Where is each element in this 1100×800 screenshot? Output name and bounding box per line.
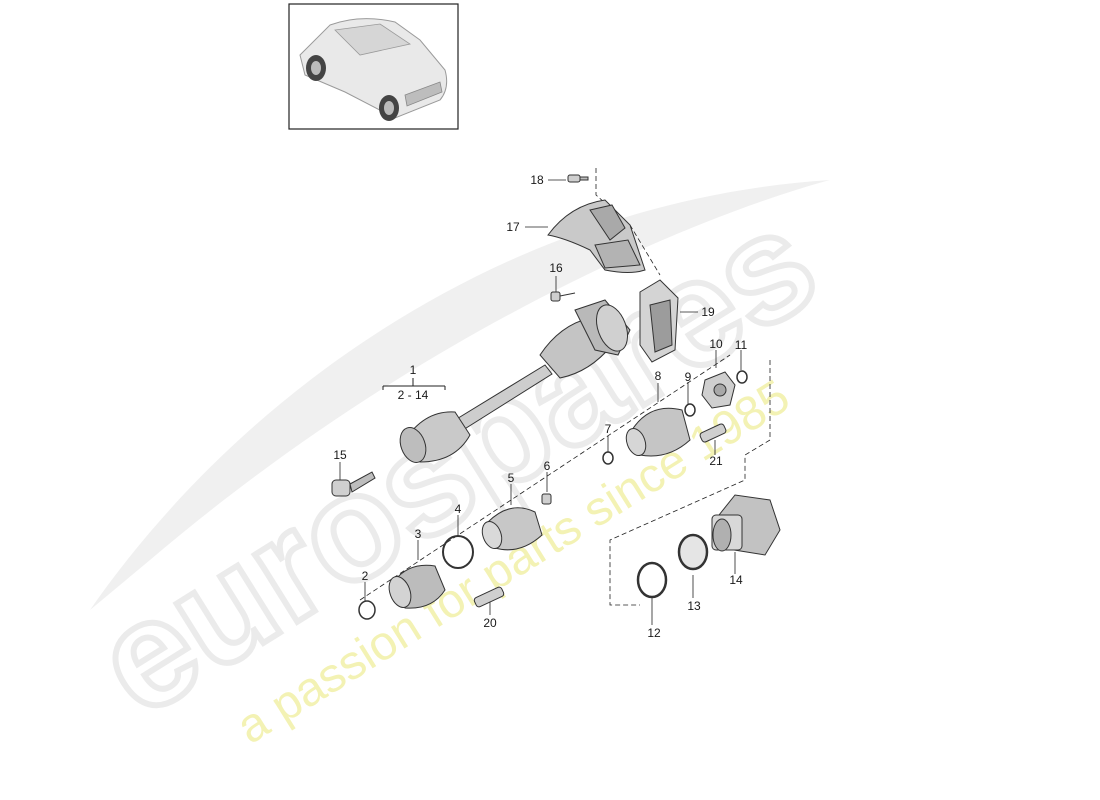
callout-11: 11 xyxy=(734,338,748,352)
sleeve-20-icon xyxy=(473,586,505,608)
watermark-brand: eurospares xyxy=(68,176,843,747)
callout-12: 12 xyxy=(647,626,661,640)
callout-15: 15 xyxy=(333,448,347,462)
leader-lines xyxy=(339,179,742,625)
callout-14: 14 xyxy=(729,573,743,587)
callout-16: 16 xyxy=(549,261,563,275)
callout-6: 6 xyxy=(543,459,551,473)
callout-3: 3 xyxy=(414,527,422,541)
callout-9: 9 xyxy=(684,370,692,384)
callout-19: 19 xyxy=(701,305,715,319)
clamp-12-icon xyxy=(636,561,668,599)
callout-2-14: 2 - 14 xyxy=(397,388,429,402)
callout-4: 4 xyxy=(454,502,462,516)
ring-7-icon xyxy=(602,451,614,465)
ring-11-icon xyxy=(736,370,748,384)
watermark: eurospares a passion for parts since 198… xyxy=(65,173,846,754)
parts xyxy=(331,174,781,620)
clamp-6-icon xyxy=(541,493,552,505)
callout-7: 7 xyxy=(604,422,612,436)
cv-joint-3-icon xyxy=(388,564,446,609)
callout-17: 17 xyxy=(506,220,520,234)
callout-8: 8 xyxy=(654,369,662,383)
callout-5: 5 xyxy=(507,471,515,485)
ring-9-icon xyxy=(684,403,696,417)
callout-1: 1 xyxy=(409,363,417,377)
bolt-18-icon xyxy=(567,174,589,183)
suv-car-thumbnail xyxy=(288,3,459,130)
tripod-10-icon xyxy=(701,371,736,409)
sleeve-21-icon xyxy=(699,423,727,443)
callout-18: 18 xyxy=(530,173,544,187)
boot-5-icon xyxy=(481,507,543,551)
clamp-13-icon xyxy=(677,533,709,571)
clamp-4-icon xyxy=(442,535,474,569)
bolt-15-icon xyxy=(331,471,376,497)
bracket-1 xyxy=(382,378,446,390)
callout-2: 2 xyxy=(361,569,369,583)
callout-10: 10 xyxy=(709,337,723,351)
housing-14-icon xyxy=(711,494,781,556)
heat-shield-17-icon xyxy=(547,199,646,273)
gasket-19-icon xyxy=(639,279,679,363)
drive-shaft-icon xyxy=(399,299,631,463)
ring-2-icon xyxy=(358,600,376,620)
callout-21: 21 xyxy=(709,454,723,468)
callout-13: 13 xyxy=(687,599,701,613)
boot-8-icon xyxy=(625,407,691,457)
bolt-16-icon xyxy=(550,291,576,302)
callout-20: 20 xyxy=(483,616,497,630)
